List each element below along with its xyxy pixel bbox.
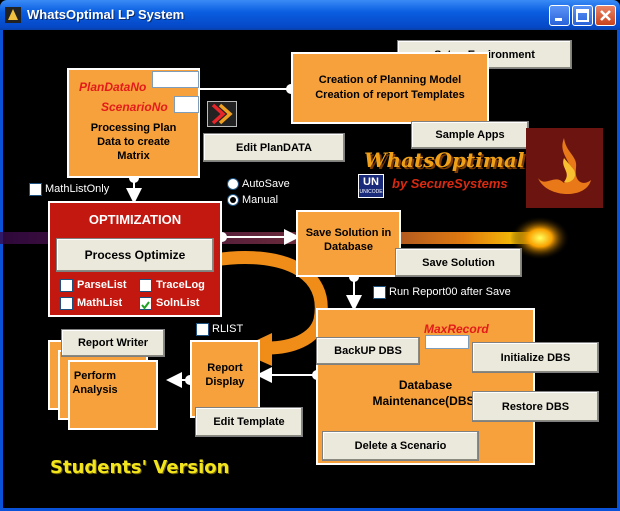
initialize-dbs-button[interactable]: Initialize DBS	[472, 342, 599, 373]
students-version-label: Students' Version	[50, 457, 230, 478]
processing-line-3: Matrix	[117, 150, 150, 162]
mathlist-label: MathList	[77, 297, 123, 309]
autosave-radio[interactable]	[227, 178, 239, 190]
beam-glow	[510, 216, 570, 260]
tracelog-checkbox[interactable]	[139, 279, 152, 292]
perform-analysis-stack	[48, 340, 160, 440]
mathlist-only-label: MathListOnly	[45, 183, 110, 195]
mathlist-only-checkbox[interactable]	[29, 183, 42, 196]
report-display-line-2: Display	[205, 376, 245, 388]
restore-dbs-button[interactable]: Restore DBS	[472, 391, 599, 422]
plan-data-no-label: PlanDataNo	[79, 80, 147, 94]
whatsoptimal-logo: WhatsOptimal UN UNICODE by SecureSystems	[356, 128, 603, 208]
report-writer-button[interactable]: Report Writer	[61, 329, 165, 357]
plan-data-no-input[interactable]	[152, 71, 199, 88]
backup-dbs-button[interactable]: BackUP DBS	[316, 337, 420, 365]
maximize-icon	[576, 9, 589, 22]
window-frame-left	[0, 30, 3, 511]
flame-logo-icon	[526, 128, 603, 208]
run-report-checkbox[interactable]	[373, 286, 386, 299]
logo-main-text: WhatsOptimal	[364, 148, 525, 172]
report-display-box[interactable]: Report Display	[190, 340, 260, 418]
manual-radio[interactable]	[227, 194, 239, 206]
save-solution-button[interactable]: Save Solution	[395, 248, 522, 277]
parselist-checkbox[interactable]	[60, 279, 73, 292]
maximize-button[interactable]	[572, 5, 593, 26]
model-line-2: Creation of report Templates	[315, 89, 465, 101]
checkmark-icon	[141, 301, 150, 310]
perform-analysis-line-2: Analysis	[72, 384, 118, 396]
max-record-label: MaxRecord	[424, 322, 489, 336]
next-arrow-button[interactable]	[207, 101, 237, 127]
rlist-checkbox[interactable]	[196, 323, 209, 336]
scenario-no-input[interactable]	[174, 96, 199, 113]
close-button[interactable]	[595, 5, 616, 26]
processing-line-1: Processing Plan	[90, 122, 177, 134]
title-bar[interactable]: WhatsOptimal LP System	[0, 0, 620, 30]
window-frame-right	[617, 30, 620, 511]
stack-page-front	[68, 360, 158, 430]
minimize-button[interactable]	[549, 5, 570, 26]
orange-flow-arrow	[207, 251, 328, 355]
report-display-line-1: Report	[207, 362, 243, 374]
tracelog-label: TraceLog	[156, 279, 205, 291]
unicode-badge-text: UN	[363, 176, 379, 188]
manual-label: Manual	[242, 194, 279, 206]
database-title-line-1: Database	[398, 378, 453, 392]
delete-scenario-button[interactable]: Delete a Scenario	[322, 431, 479, 461]
unicode-badge: UN UNICODE	[358, 174, 384, 198]
save-box-line-1: Save Solution in	[305, 227, 392, 239]
model-line-1: Creation of Planning Model	[318, 74, 462, 86]
solnlist-label: SolnList	[156, 297, 200, 309]
max-record-input[interactable]	[425, 335, 469, 349]
window-frame-bottom	[0, 508, 620, 511]
optimization-title: OPTIMIZATION	[88, 212, 182, 227]
autosave-label: AutoSave	[242, 178, 290, 190]
scenario-no-label: ScenarioNo	[101, 100, 168, 114]
planning-model-box[interactable]: Creation of Planning Model Creation of r…	[291, 52, 489, 124]
processing-line-2: Data to create	[97, 136, 170, 148]
solnlist-checkbox[interactable]	[139, 297, 152, 310]
process-optimize-button[interactable]: Process Optimize	[56, 238, 214, 272]
edit-template-button[interactable]: Edit Template	[195, 407, 303, 437]
rlist-label: RLIST	[212, 323, 244, 335]
app-icon	[5, 7, 21, 23]
database-title-line-2: Maintenance(DBS)	[372, 394, 479, 408]
sample-apps-button[interactable]: Sample Apps	[411, 121, 529, 149]
double-chevron-right-icon	[211, 103, 233, 125]
run-report-label: Run Report00 after Save	[389, 286, 511, 298]
window-title: WhatsOptimal LP System	[27, 7, 185, 22]
save-solution-box: Save Solution in Database	[296, 210, 401, 277]
mathlist-checkbox[interactable]	[60, 297, 73, 310]
close-icon	[600, 10, 611, 21]
parselist-label: ParseList	[77, 279, 127, 291]
minimize-icon	[555, 18, 562, 21]
edit-plan-data-button[interactable]: Edit PlanDATA	[203, 133, 345, 162]
logo-by-text: by SecureSystems	[392, 176, 508, 191]
unicode-badge-sub: UNICODE	[359, 189, 383, 195]
perform-analysis-line-1: Perform	[73, 370, 117, 382]
save-box-line-2: Database	[324, 241, 373, 253]
